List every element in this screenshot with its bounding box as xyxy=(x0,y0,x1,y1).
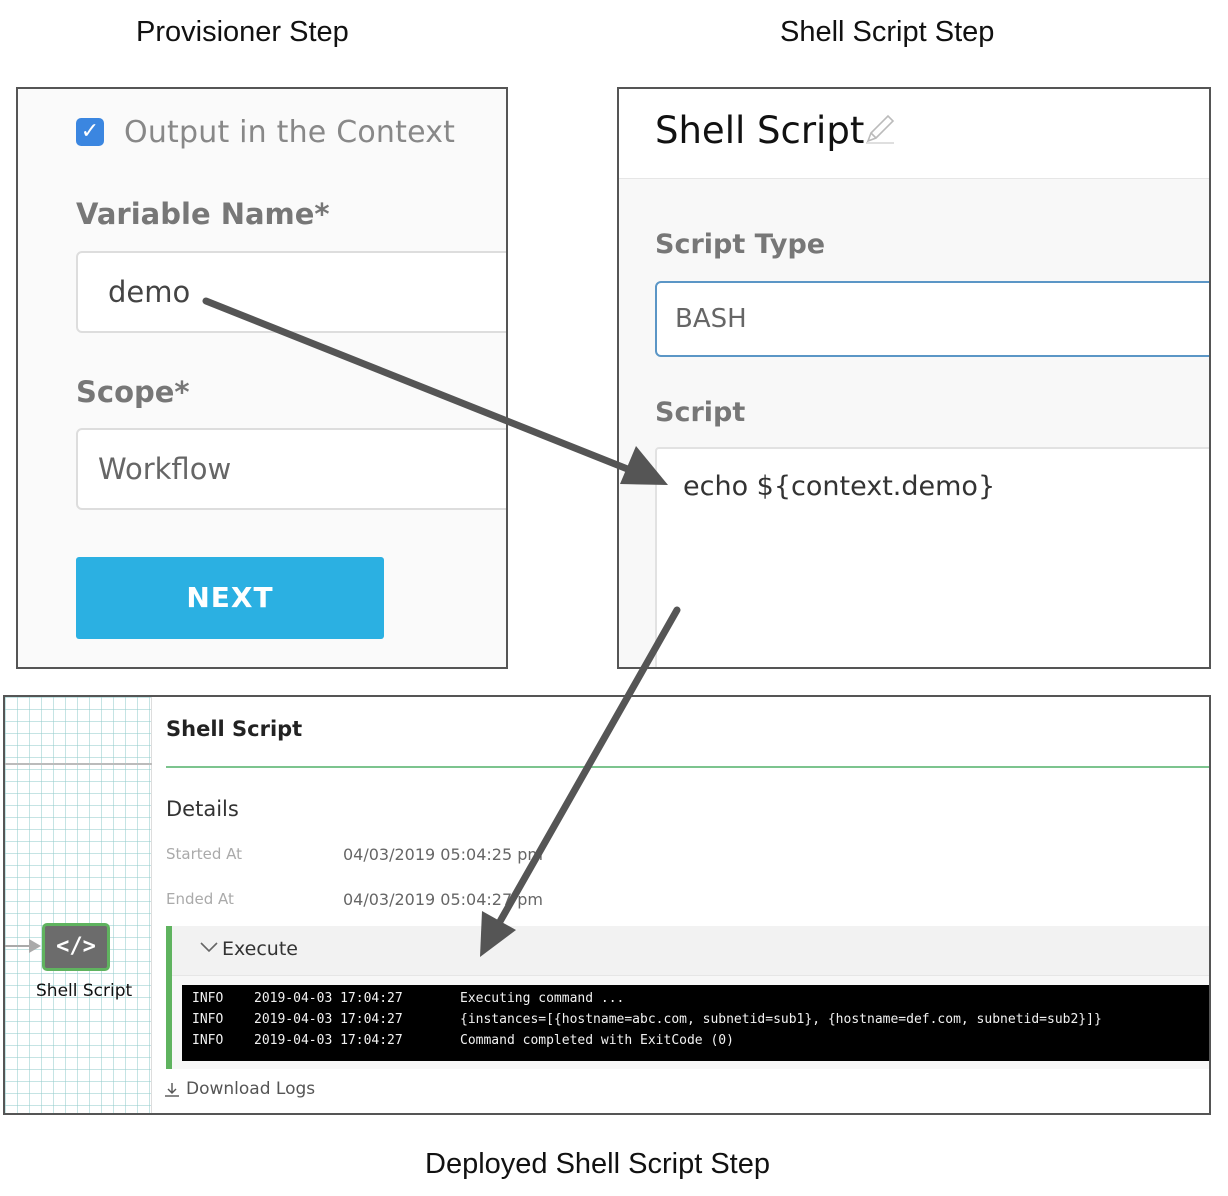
workflow-canvas: </> Shell Script xyxy=(5,697,152,1113)
log-timestamp: 2019-04-03 17:04:27 xyxy=(254,1012,403,1027)
log-output: INFO 2019-04-03 17:04:27 Executing command… xyxy=(182,985,1209,1061)
variable-name-input[interactable]: demo xyxy=(76,251,506,333)
output-context-label: Output in the Context xyxy=(124,115,456,150)
script-type-select[interactable]: BASH xyxy=(655,281,1209,357)
execute-label: Execute xyxy=(222,938,298,960)
script-label: Script xyxy=(655,397,746,428)
log-level: INFO xyxy=(192,1012,224,1027)
shell-script-panel: Shell Script Script Type BASH Script ech… xyxy=(617,87,1211,669)
started-at-label: Started At xyxy=(166,845,243,863)
log-message: Executing command ... xyxy=(460,991,625,1006)
deployed-panel: </> Shell Script Shell Script Details St… xyxy=(3,695,1211,1115)
caption-shell-script-step: Shell Script Step xyxy=(780,16,995,48)
download-icon[interactable] xyxy=(163,1081,181,1099)
ended-at-label: Ended At xyxy=(166,890,234,908)
shell-script-header: Shell Script xyxy=(619,89,1209,179)
title-rule xyxy=(166,766,1209,768)
node-connector xyxy=(5,945,33,947)
scope-select[interactable]: Workflow xyxy=(76,428,506,510)
script-text: echo ${context.demo} xyxy=(683,471,996,502)
node-connector-arrow-icon xyxy=(29,939,41,953)
canvas-divider xyxy=(5,763,152,765)
code-icon: </> xyxy=(56,934,96,959)
started-at-value: 04/03/2019 05:04:25 pm xyxy=(343,845,543,864)
log-level: INFO xyxy=(192,991,224,1006)
check-icon: ✓ xyxy=(80,119,100,144)
details-heading: Details xyxy=(166,797,239,821)
download-logs-link[interactable]: Download Logs xyxy=(186,1079,316,1099)
execute-section: Execute INFO 2019-04-03 17:04:27 Executing… xyxy=(166,926,1209,1069)
output-context-checkbox[interactable]: ✓ xyxy=(76,118,104,146)
shell-script-node[interactable]: </> xyxy=(42,923,110,971)
caption-deployed-step: Deployed Shell Script Step xyxy=(425,1148,770,1180)
shell-script-node-label: Shell Script xyxy=(36,981,133,1001)
log-timestamp: 2019-04-03 17:04:27 xyxy=(254,991,403,1006)
scope-label: Scope* xyxy=(76,375,190,409)
execute-header[interactable]: Execute xyxy=(172,926,1209,976)
log-row: INFO 2019-04-03 17:04:27 Executing command… xyxy=(192,991,1209,1012)
log-level: INFO xyxy=(192,1033,224,1048)
log-row: INFO 2019-04-03 17:04:27 {instances=[{host… xyxy=(192,1012,1209,1033)
pencil-icon[interactable] xyxy=(862,111,898,147)
provisioner-panel: ✓ Output in the Context Variable Name* d… xyxy=(16,87,508,669)
script-editor[interactable]: echo ${context.demo} xyxy=(655,447,1209,667)
shell-script-title: Shell Script xyxy=(655,109,865,152)
log-message: Command completed with ExitCode (0) xyxy=(460,1033,734,1048)
next-button[interactable]: NEXT xyxy=(76,557,384,639)
log-row: INFO 2019-04-03 17:04:27 Command completed… xyxy=(192,1033,1209,1054)
ended-at-value: 04/03/2019 05:04:27 pm xyxy=(343,890,543,909)
chevron-down-icon xyxy=(200,942,218,953)
deployed-title: Shell Script xyxy=(166,717,303,741)
caption-provisioner-step: Provisioner Step xyxy=(136,16,349,48)
log-message: {instances=[{hostname=abc.com, subnetid=… xyxy=(460,1012,1102,1027)
log-timestamp: 2019-04-03 17:04:27 xyxy=(254,1033,403,1048)
script-type-label: Script Type xyxy=(655,229,826,260)
variable-name-label: Variable Name* xyxy=(76,197,330,231)
